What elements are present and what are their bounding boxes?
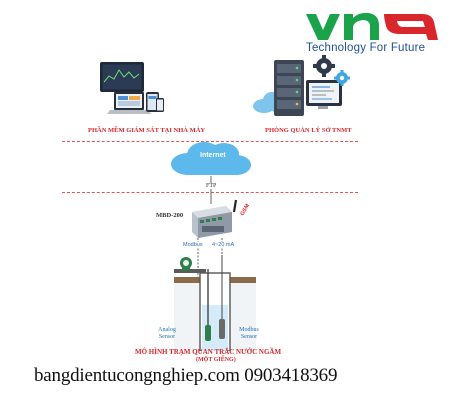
footer-contact[interactable]: bangdientucongnghiep.com 0903418369 xyxy=(34,365,338,386)
separator-top xyxy=(62,141,358,142)
logo-tagline: Technology For Future xyxy=(306,42,426,54)
laptop-icon xyxy=(107,92,151,114)
cloud-label: Internet xyxy=(200,152,226,159)
tablet-icon xyxy=(146,92,159,112)
sensor-probe-icon xyxy=(205,319,225,341)
monitor-icon xyxy=(100,62,144,96)
station-subtitle: (MỘT GIẾNG) xyxy=(196,357,236,363)
gear-icon xyxy=(313,55,350,86)
antenna-icon xyxy=(232,199,238,213)
modbus-sensor-label: Modbus Sensor xyxy=(239,327,259,340)
monitoring-devices xyxy=(100,62,164,114)
modbus-label: Modbus xyxy=(183,242,203,248)
separator-middle xyxy=(62,192,358,193)
environment-office-illustration xyxy=(253,55,350,116)
ftp-link-line xyxy=(210,176,212,204)
device-label: MBD-200 xyxy=(156,212,184,219)
office-caption: PHÒNG QUẢN LÝ SỞ TNMT xyxy=(265,127,352,134)
phone-icon xyxy=(156,98,164,112)
analog-sensor-label: Analog Sensor xyxy=(158,327,176,340)
station-title: MÔ HÌNH TRẠM QUAN TRẮC NƯỚC NGẦM xyxy=(135,348,282,356)
cloud-icon xyxy=(171,142,251,178)
rtu-device-icon xyxy=(192,199,238,238)
code-screen-icon xyxy=(306,80,342,109)
monitoring-software-caption: PHẦN MỀM GIÁM SÁT TẠI NHÀ MÁY xyxy=(88,127,206,134)
server-icon xyxy=(274,60,304,116)
flow-meter-icon xyxy=(174,257,206,273)
vna-logo xyxy=(306,12,438,40)
analog-ma-label: 4~20 mA xyxy=(212,242,235,248)
well-icon xyxy=(174,255,256,351)
ftp-label: FTP xyxy=(205,183,218,189)
